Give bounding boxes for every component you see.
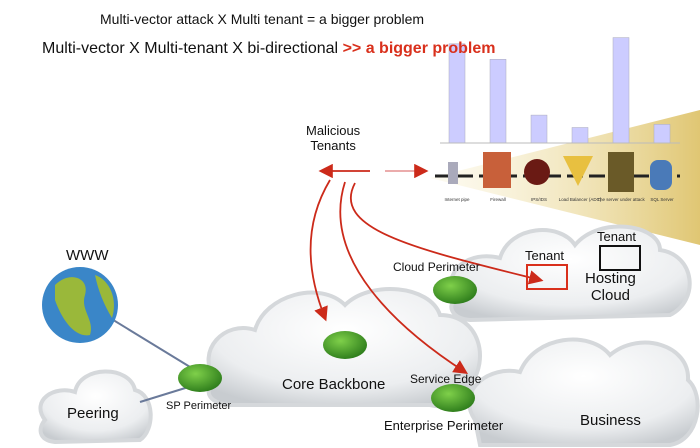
bar-chart xyxy=(448,37,671,144)
category-label: Internet pipe xyxy=(444,197,470,202)
category-label: Firewall xyxy=(490,197,506,202)
globe-icon xyxy=(42,267,118,343)
peering-cloud xyxy=(38,369,153,445)
category-label: Load Balancer (ADC) xyxy=(559,197,602,202)
firewall-icon xyxy=(483,152,511,188)
tenant-box-red xyxy=(526,264,568,290)
attack-arrows xyxy=(309,163,544,374)
sql-server-icon xyxy=(650,160,672,190)
ips-ids-icon xyxy=(524,159,550,185)
tenant-label-black: Tenant xyxy=(597,229,637,244)
category-label: IPS/IDS xyxy=(531,197,547,202)
enterprise-perimeter-label: Enterprise Perimeter xyxy=(384,418,504,433)
tenant-label-red: Tenant xyxy=(525,248,565,263)
title-main: Multi-vector X Multi-tenant X bi-directi… xyxy=(42,40,343,57)
title-emphasis: >> a bigger problem xyxy=(342,40,496,57)
business-label: Business xyxy=(580,412,641,429)
bar xyxy=(448,43,466,144)
hosting-cloud-label: Hosting Cloud xyxy=(585,270,636,304)
bar xyxy=(489,59,507,144)
business-cloud xyxy=(467,337,700,447)
www-label: WWW xyxy=(66,247,109,264)
internet-pipe-icon xyxy=(448,162,458,184)
title-line-1: Multi-vector attack X Multi tenant = a b… xyxy=(100,11,425,27)
bar xyxy=(530,114,548,144)
load-balancer-icon xyxy=(563,156,593,186)
router-icon xyxy=(178,276,477,412)
device-icons xyxy=(448,152,672,192)
server-icon xyxy=(608,152,634,192)
cloud-perimeter-label: Cloud Perimeter xyxy=(393,260,480,274)
peering-label: Peering xyxy=(67,405,119,422)
tenant-box-black xyxy=(599,245,641,271)
bar xyxy=(653,124,671,144)
category-label: SQL Server xyxy=(650,197,674,202)
sp-perimeter-label: SP Perimeter xyxy=(166,400,232,412)
core-backbone-label: Core Backbone xyxy=(282,376,386,393)
title-line-2: Multi-vector X Multi-tenant X bi-directi… xyxy=(42,40,496,58)
hosting-cloud xyxy=(449,224,692,323)
spotlight-cone xyxy=(430,110,700,245)
service-edge-label: Service Edge xyxy=(410,372,482,386)
malicious-tenants-label: Malicious Tenants xyxy=(306,123,361,153)
bar xyxy=(612,37,630,144)
category-label: The server under attack xyxy=(597,197,645,202)
bar xyxy=(571,127,589,144)
